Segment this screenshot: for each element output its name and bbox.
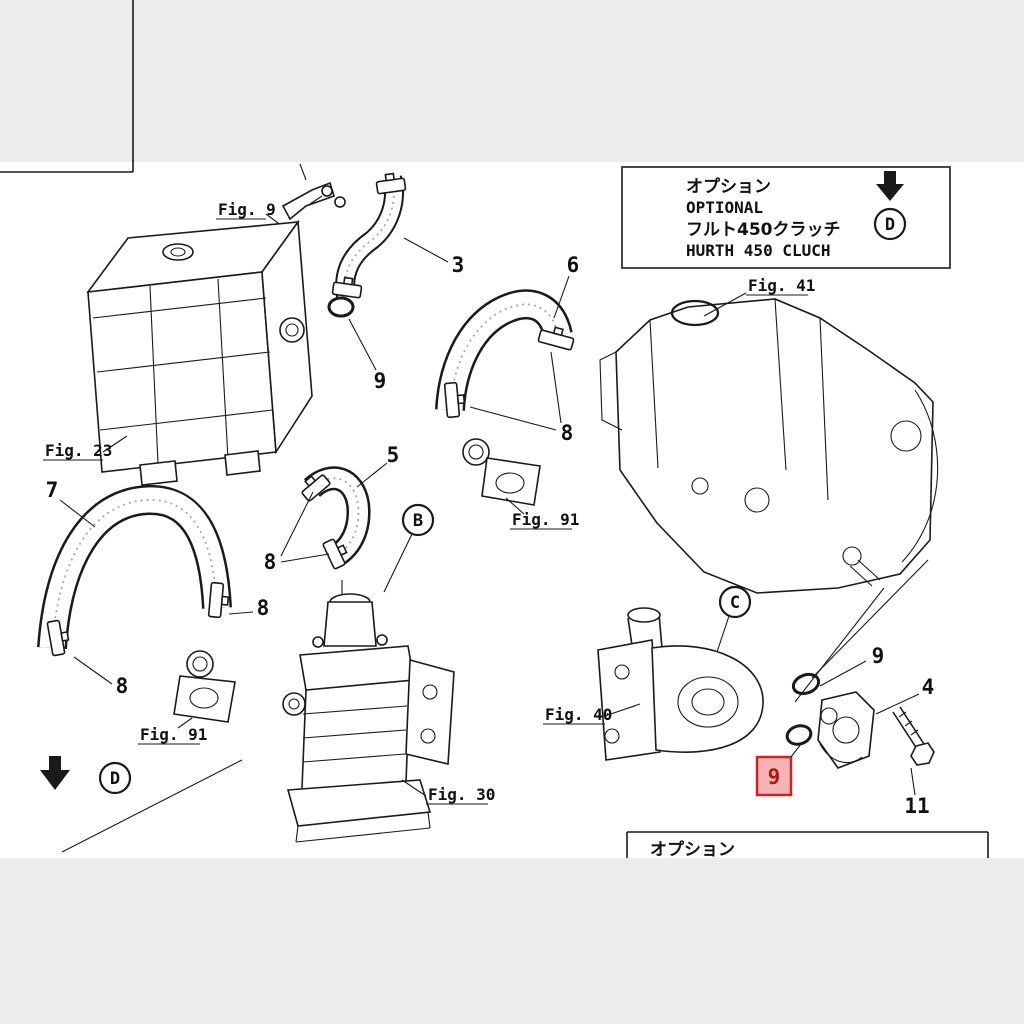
part-number-8[interactable]: 8 (561, 421, 574, 445)
leader-line (553, 275, 570, 319)
optional-jp-sub: フルト450クラッチ (686, 220, 841, 240)
bolt-icon (312, 636, 324, 648)
o-ring (791, 672, 821, 696)
part-number-4[interactable]: 4 (922, 675, 935, 699)
fitting-fig91-left (173, 650, 236, 723)
hose-7 (37, 485, 232, 657)
hose-5 (301, 466, 371, 570)
hose-clamp (331, 276, 363, 299)
o-ring (785, 724, 813, 746)
part-number-9[interactable]: 9 (872, 644, 885, 668)
leader-line (73, 656, 113, 685)
assembly-line (811, 559, 929, 679)
part-number-9[interactable]: 9 (374, 369, 387, 393)
side-port (282, 692, 306, 716)
optional-jp-title: オプション (686, 176, 771, 197)
filler-cap (162, 243, 194, 261)
optional-en-sub: HURTH 450 CLUCH (686, 241, 831, 260)
part-number-11[interactable]: 11 (904, 794, 929, 818)
heat-exchanger-tank (86, 219, 313, 486)
cooler-assembly (282, 580, 455, 843)
callout-b: B (383, 503, 435, 593)
hose-3 (331, 172, 407, 299)
callout-b-label: B (413, 511, 423, 531)
down-arrow-icon (40, 756, 70, 790)
leader-line (469, 406, 557, 431)
bolt-head (910, 742, 935, 766)
thermostat-housing (597, 607, 764, 761)
fitting-fig91-top (462, 438, 541, 506)
leader-line (819, 660, 867, 687)
part-number-8[interactable]: 8 (116, 674, 129, 698)
down-arrow-icon (876, 171, 904, 201)
hose-6 (435, 289, 575, 419)
fig91-top-label-group: Fig. 91 (505, 497, 579, 530)
part-number-8[interactable]: 8 (257, 596, 270, 620)
figure-label-fig30[interactable]: Fig. 30 (428, 785, 495, 804)
leader-line (280, 491, 314, 557)
figure-label-fig9[interactable]: Fig. 9 (218, 200, 276, 219)
assembly-line (794, 587, 885, 703)
hose-clamp (443, 381, 466, 419)
leader-line (910, 767, 916, 796)
engine-top-port (670, 299, 720, 327)
leader-line (348, 318, 377, 371)
hose-clamp (537, 326, 575, 351)
optional-box-top: D オプション OPTIONAL フルト450クラッチ HURTH 450 CL… (621, 166, 951, 269)
part-number-9-highlighted[interactable]: 9 (768, 765, 781, 789)
top-left-frame (0, 0, 134, 173)
leader-line (280, 553, 330, 563)
bolt-icon (334, 196, 346, 208)
optional-bottom-jp-title: オプション (650, 839, 735, 860)
part-number-3[interactable]: 3 (452, 253, 465, 277)
leader-line (403, 237, 449, 263)
figure-label-fig91[interactable]: Fig. 91 (512, 510, 579, 529)
bolt-part (892, 706, 935, 766)
hose-clamp (375, 172, 407, 195)
leader-line (875, 693, 920, 715)
callout-d-circle (873, 207, 907, 241)
outlet-elbow (817, 691, 875, 769)
bolt-icon (321, 185, 333, 197)
hose-port (279, 317, 305, 343)
callout-d-label: D (110, 769, 120, 789)
engine-block (599, 298, 939, 594)
leader-line (59, 499, 96, 528)
hose-clamp (301, 474, 331, 502)
o-rings-right (785, 672, 821, 746)
callout-d-left: D (40, 756, 243, 853)
leader-line (550, 351, 562, 424)
figure-label-fig40[interactable]: Fig. 40 (545, 705, 612, 724)
highlighted-part-9[interactable]: 9 (755, 743, 802, 797)
callout-c-label: C (730, 593, 740, 613)
fig9-bracket-parts (281, 163, 346, 221)
part-number-6[interactable]: 6 (567, 253, 580, 277)
bolt-icon (376, 634, 388, 646)
figure-label-fig91[interactable]: Fig. 91 (140, 725, 207, 744)
o-ring (327, 296, 355, 318)
leader-line (356, 462, 388, 488)
part-number-8[interactable]: 8 (264, 550, 277, 574)
leader-line (228, 611, 254, 615)
part-number-5[interactable]: 5 (387, 443, 400, 467)
figure-label-fig23[interactable]: Fig. 23 (45, 441, 112, 460)
hose-clamp (322, 538, 348, 570)
figure-label-fig41[interactable]: Fig. 41 (748, 276, 815, 295)
top-margin-band (0, 0, 1024, 162)
fig23-label-group: Fig. 23 (43, 435, 128, 461)
part-number-7[interactable]: 7 (46, 478, 59, 502)
fig91-left-label-group: Fig. 91 (138, 717, 207, 745)
callout-c: C (716, 585, 752, 653)
fig30-label-group: Fig. 30 (401, 779, 495, 805)
optional-box-bottom: オプション (626, 831, 989, 860)
callout-d-label: D (885, 215, 895, 235)
optional-en-title: OPTIONAL (686, 198, 763, 217)
hose-clamp (46, 619, 70, 657)
bottom-margin-band (0, 858, 1024, 1024)
hose-clamp (207, 581, 230, 619)
fig40-label-group: Fig. 40 (543, 703, 641, 725)
fig41-label-group: Fig. 41 (703, 276, 815, 317)
